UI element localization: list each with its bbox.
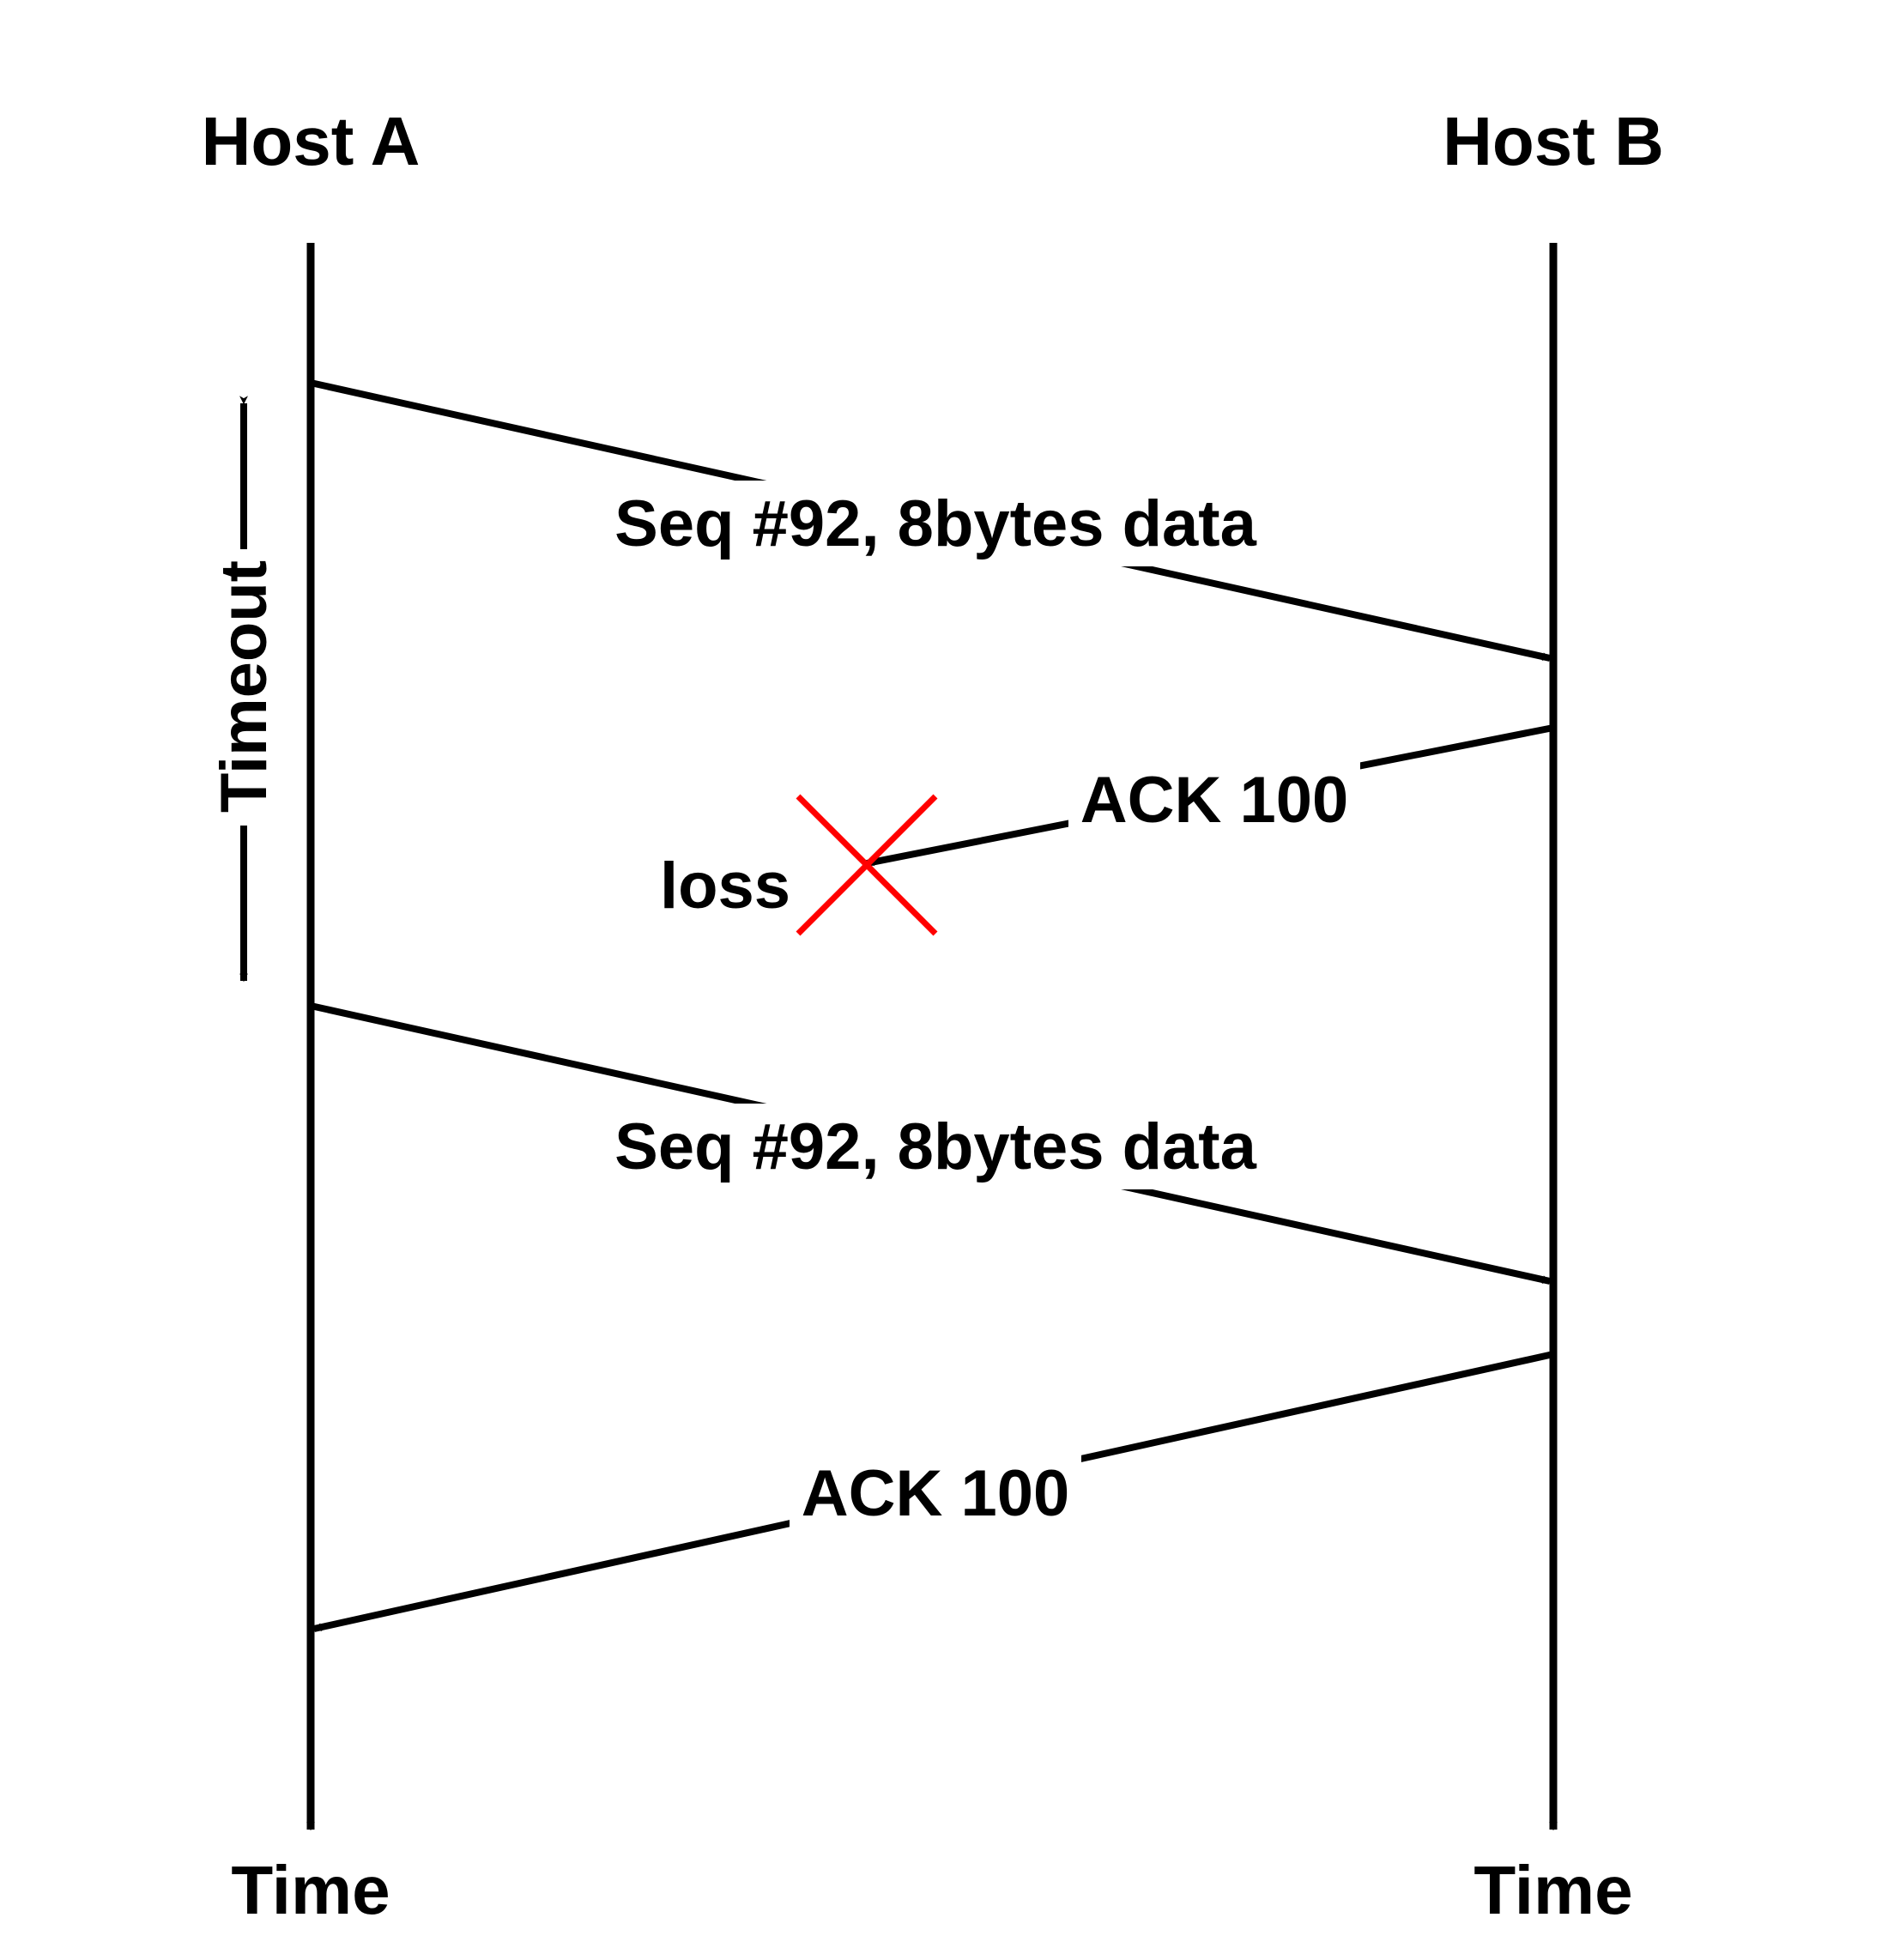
message-4-label-backdrop xyxy=(790,1450,1081,1536)
message-3-label-backdrop xyxy=(592,1104,1279,1189)
loss-label: loss xyxy=(660,850,790,923)
message-3-label: Seq #92, 8bytes data xyxy=(614,1110,1256,1183)
message-4-label: ACK 100 xyxy=(802,1457,1070,1530)
host-b-label: Host B xyxy=(1443,103,1664,179)
message-2-label: ACK 100 xyxy=(1080,764,1349,837)
host-a-time-label: Time xyxy=(231,1852,390,1928)
timeout-label: Timeout xyxy=(208,560,281,813)
message-2-label-backdrop xyxy=(1068,757,1360,843)
host-a-label: Host A xyxy=(202,103,421,179)
x-cross-icon xyxy=(796,794,938,936)
message-1-label-backdrop xyxy=(592,481,1279,566)
timeout-label-backdrop xyxy=(211,549,275,826)
message-1-label: Seq #92, 8bytes data xyxy=(614,487,1256,560)
host-b-time-label: Time xyxy=(1473,1852,1632,1928)
